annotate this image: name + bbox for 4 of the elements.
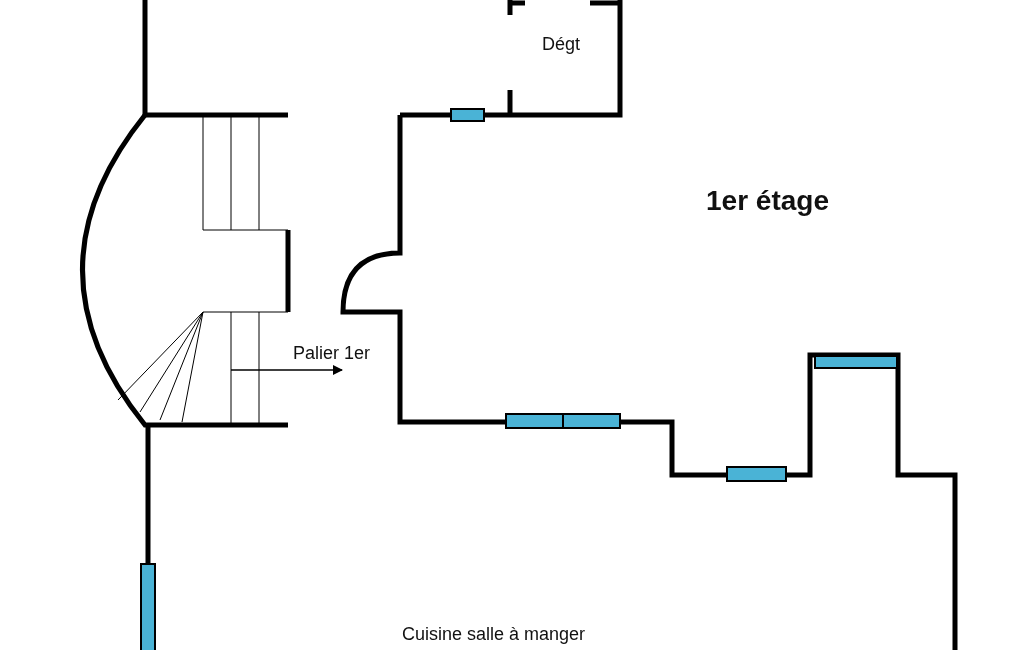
room-label: Dégt xyxy=(542,34,581,55)
floor-label: 1er étage xyxy=(706,185,829,217)
landing-label: Palier 1er xyxy=(293,343,371,364)
room-label: Cuisine salle à manger xyxy=(402,624,586,645)
